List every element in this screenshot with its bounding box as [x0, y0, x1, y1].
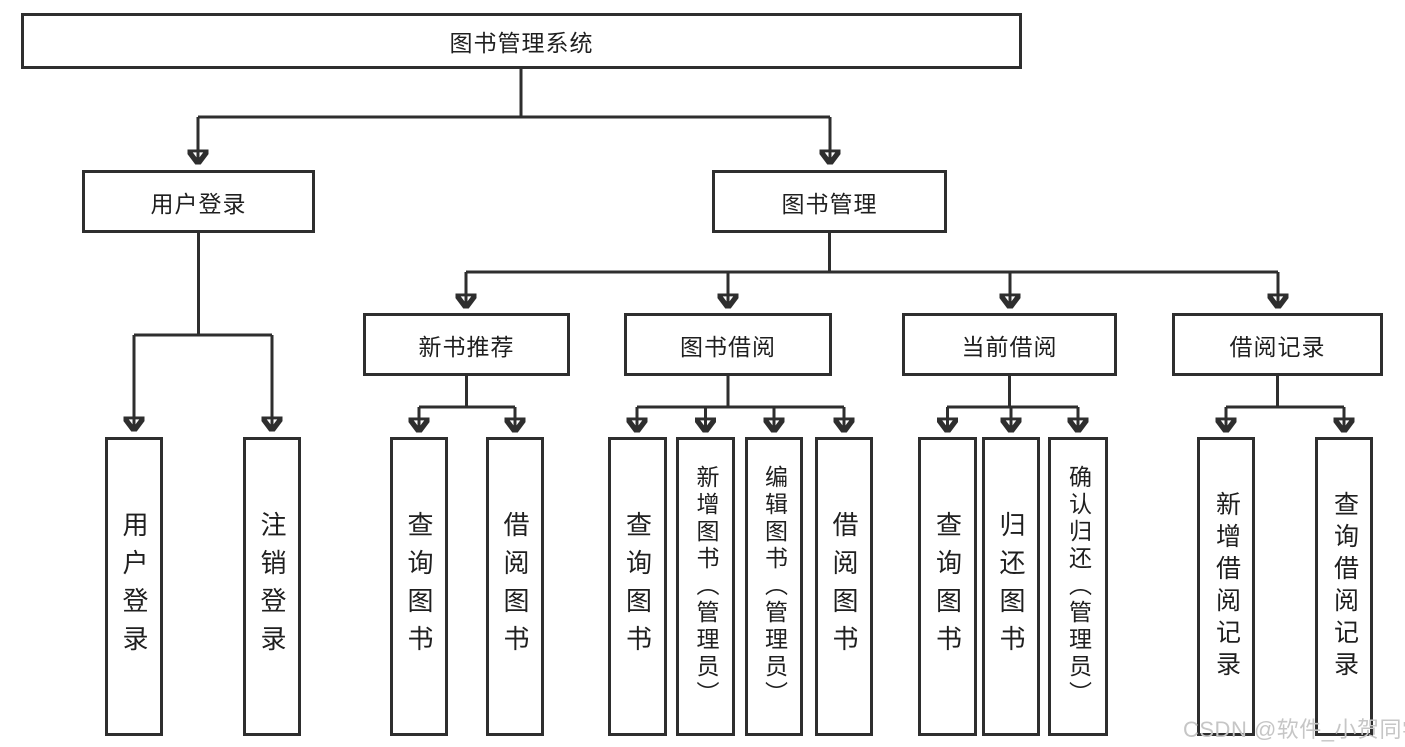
node-label: 借阅记录 — [1229, 333, 1326, 360]
node-label: 用户登录 — [150, 190, 247, 217]
leaf-label: 查询图书 — [932, 510, 963, 663]
leaf-logout: 注销登录 — [243, 437, 301, 736]
leaf-label: 查询图书 — [622, 510, 653, 663]
node-library-system: 图书管理系统 — [21, 13, 1022, 69]
node-book-borrow: 图书借阅 — [624, 313, 832, 376]
leaf-edit-book-admin: 编辑图书（管理员） — [745, 437, 803, 736]
leaf-add-borrow-record: 新增借阅记录 — [1197, 437, 1255, 736]
leaf-label: 借阅图书 — [829, 510, 859, 663]
leaf-query-books-borrow: 查询图书 — [608, 437, 667, 736]
leaf-query-books-current: 查询图书 — [918, 437, 977, 736]
leaf-confirm-return-admin: 确认归还（管理员） — [1048, 437, 1108, 736]
leaf-label: 归还图书 — [996, 510, 1026, 663]
node-label: 图书管理 — [781, 190, 878, 217]
watermark-text: CSDN @软件_小贺同学 — [1183, 717, 1405, 742]
leaf-borrow-books-recommend: 借阅图书 — [486, 437, 544, 736]
leaf-label: 确认归还（管理员） — [1065, 465, 1092, 708]
leaf-return-book: 归还图书 — [982, 437, 1040, 736]
node-current-borrow: 当前借阅 — [902, 313, 1117, 376]
leaf-add-book-admin: 新增图书（管理员） — [676, 437, 735, 736]
leaf-label: 借阅图书 — [500, 510, 530, 663]
leaf-query-books-recommend: 查询图书 — [390, 437, 448, 736]
leaf-user-login: 用户登录 — [105, 437, 163, 736]
leaf-label: 查询借阅记录 — [1330, 490, 1359, 683]
leaf-label: 用户登录 — [119, 510, 149, 663]
node-label: 图书管理系统 — [449, 30, 594, 56]
leaf-query-borrow-record: 查询借阅记录 — [1315, 437, 1373, 736]
node-label: 图书借阅 — [680, 333, 776, 360]
leaf-label: 编辑图书（管理员） — [761, 465, 788, 708]
node-user-login: 用户登录 — [82, 170, 315, 233]
node-borrow-records: 借阅记录 — [1172, 313, 1383, 376]
leaf-label: 查询图书 — [404, 510, 434, 663]
leaf-label: 注销登录 — [257, 510, 287, 663]
node-label: 当前借阅 — [961, 333, 1058, 360]
node-book-management: 图书管理 — [712, 170, 947, 233]
node-label: 新书推荐 — [418, 333, 515, 360]
leaf-label: 新增图书（管理员） — [693, 465, 719, 708]
node-new-book-recommend: 新书推荐 — [363, 313, 570, 376]
leaf-label: 新增借阅记录 — [1212, 490, 1241, 683]
leaf-borrow-books: 借阅图书 — [815, 437, 873, 736]
